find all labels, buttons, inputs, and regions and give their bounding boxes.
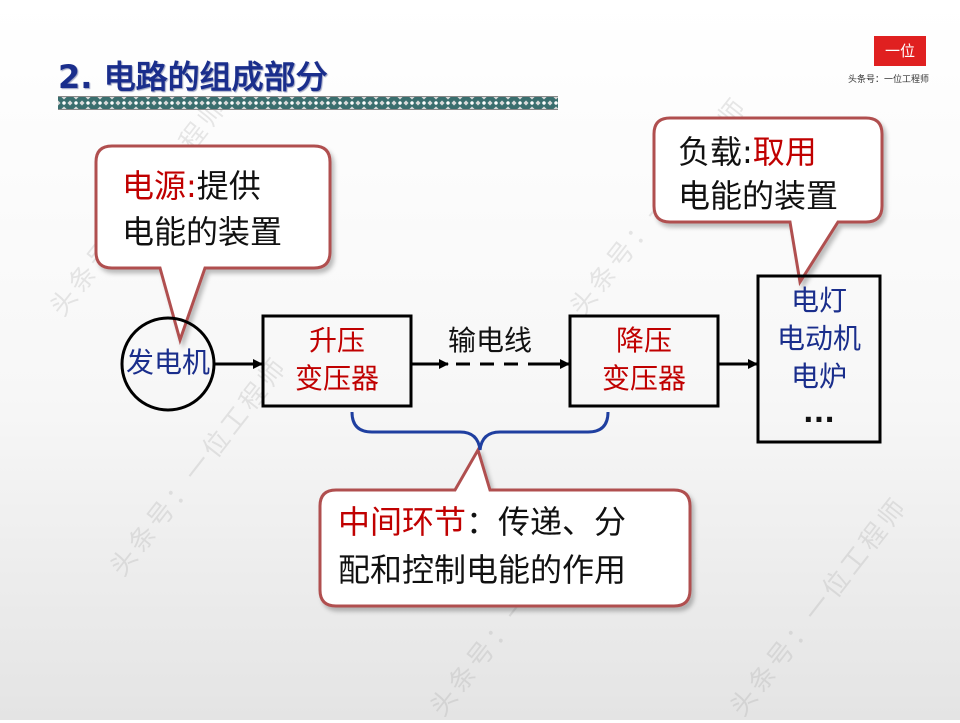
middle-colon: ： — [466, 503, 499, 541]
callout-load — [652, 116, 884, 287]
callout-load-text-line1: 负载:取用 — [678, 130, 817, 174]
callout-source-text-line2: 电能的装置 — [122, 213, 283, 251]
step-up-label-line2: 变压器 — [294, 362, 379, 395]
page-title: 2. 电路的组成部分 — [58, 58, 328, 96]
logo: 一位 — [874, 36, 926, 66]
step-up-label-line1: 升压 — [308, 324, 365, 357]
middle-desc: 传递、分 — [498, 503, 627, 541]
callout-source-text-line1: 电源:提供 — [122, 164, 261, 208]
callout-middle-text-line2: 配和控制电能的作用 — [338, 551, 627, 589]
logo-caption: 头条号：一位工程师 — [848, 75, 930, 85]
load-label-line1: 电灯 — [790, 284, 847, 317]
load-label-line2: 电动机 — [776, 322, 861, 355]
step-down-label-line1: 降压 — [615, 324, 672, 357]
step-down-transformer-box — [568, 314, 720, 408]
step-up-transformer-box — [261, 314, 413, 408]
load-label-ellipsis: ... — [803, 396, 835, 429]
load-term: 取用 — [752, 133, 817, 171]
callout-source — [94, 144, 332, 346]
generator-label: 发电机 — [125, 346, 210, 379]
transmission-line-label: 输电线 — [447, 324, 532, 357]
step-down-label-line2: 变压器 — [601, 362, 686, 395]
middle-term: 中间环节 — [338, 503, 467, 541]
source-desc: 提供 — [196, 167, 261, 205]
callout-middle — [318, 446, 692, 608]
title-divider — [58, 96, 558, 110]
load-label-line3: 电炉 — [790, 360, 847, 393]
callout-load-text-line2: 电能的装置 — [678, 177, 839, 215]
load-box — [756, 274, 882, 444]
load-prefix: 负载: — [678, 133, 753, 171]
callout-middle-text-line1: 中间环节：传递、分 — [338, 500, 626, 544]
middle-stage-brace — [350, 411, 610, 451]
source-term: 电源: — [122, 167, 197, 205]
